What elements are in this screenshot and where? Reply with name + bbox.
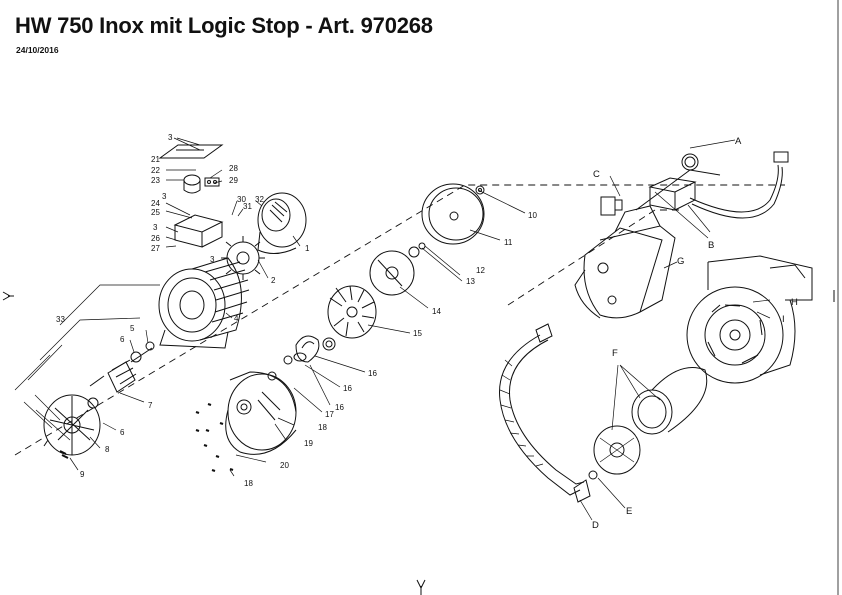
callout-22: 22 (151, 166, 160, 175)
callout-24: 24 (151, 199, 160, 208)
callout-3: 3 (162, 192, 167, 201)
part-o-ring (283, 355, 293, 365)
callout-C: C (593, 169, 600, 180)
part-washer-12 (408, 246, 420, 258)
callout-29: 29 (229, 176, 238, 185)
callout-11: 11 (504, 238, 513, 247)
callout-33: 33 (56, 315, 65, 324)
part-drain-plug (267, 371, 277, 381)
frame-center-mark-bottom (416, 579, 426, 595)
part-terminal-box (173, 214, 224, 248)
callout-E: E (626, 506, 632, 517)
callout-30: 30 (237, 195, 246, 204)
callout-26: 26 (151, 234, 160, 243)
callout-17: 17 (325, 410, 334, 419)
callout-32: 32 (255, 195, 264, 204)
callout-23: 23 (151, 176, 160, 185)
callout-D: D (592, 520, 599, 531)
part-bearing-rear (87, 397, 99, 409)
callout-5: 5 (130, 324, 135, 333)
callout-10: 10 (528, 211, 537, 220)
part-mechanical-seal (293, 335, 320, 363)
part-flange-seal (588, 470, 598, 480)
part-diffuser (369, 250, 415, 296)
callout-12: 12 (476, 266, 485, 275)
callout-20: 20 (280, 461, 289, 470)
callout-16: 16 (368, 369, 377, 378)
part-motor-housing (158, 257, 250, 349)
motor-leader-lines (14, 284, 160, 441)
pump-leader-lines (579, 139, 771, 521)
page-title: HW 750 Inox mit Logic Stop - Art. 970268 (15, 13, 433, 38)
callout-8: 8 (105, 445, 110, 454)
part-seal-ring (322, 337, 336, 351)
part-terminal-cover (158, 144, 224, 159)
part-seal-ring-inner (325, 340, 333, 348)
part-capacitor (183, 174, 201, 194)
part-impeller (327, 285, 377, 339)
part-pressure-gauge (681, 153, 699, 171)
callout-1: 1 (305, 244, 310, 253)
callout-G: G (677, 256, 684, 267)
callout-18: 18 (244, 479, 253, 488)
part-housing-screws (195, 402, 234, 473)
callout-I: I (782, 314, 785, 325)
part-power-cable (689, 151, 789, 219)
callout-3: 3 (153, 223, 158, 232)
assembly-axis-main (14, 184, 785, 456)
callout-B: B (708, 240, 714, 251)
callout-4: 4 (234, 314, 239, 323)
part-pressure-gauge-dial (684, 156, 696, 168)
part-bearing-front (130, 351, 142, 363)
part-motor-flange-view (686, 255, 813, 384)
document-date: 24/10/2016 (16, 45, 59, 55)
callout-13: 13 (466, 277, 475, 286)
part-spring-washer (145, 341, 155, 351)
parts-leader-lines (69, 137, 526, 477)
part-end-shield (43, 394, 101, 456)
callout-28: 28 (229, 164, 238, 173)
assembly-axis-pump (507, 209, 680, 306)
callout-6: 6 (120, 428, 125, 437)
callout-27: 27 (151, 244, 160, 253)
part-end-shield-screw (59, 450, 69, 459)
callout-labels: 3 21 22 23 3 24 25 3 26 27 28 29 30 31 3… (56, 133, 798, 531)
callout-9: 9 (80, 470, 85, 479)
part-pump-housing (225, 371, 297, 455)
part-seal-housing (631, 367, 708, 435)
part-flex-hose (499, 323, 591, 503)
callout-A: A (735, 136, 742, 147)
callout-16: 16 (335, 403, 344, 412)
part-fan-cover (257, 192, 307, 254)
callout-2: 2 (271, 276, 276, 285)
callout-19: 19 (304, 439, 313, 448)
callout-25: 25 (151, 208, 160, 217)
part-rotor (89, 347, 153, 393)
callout-H: H (791, 297, 798, 308)
part-non-return-valve (600, 196, 623, 216)
part-cover-screw (475, 185, 485, 195)
callout-18: 18 (318, 423, 327, 432)
callout-3: 3 (210, 255, 215, 264)
callout-15: 15 (413, 329, 422, 338)
frame-center-mark-left (2, 291, 14, 301)
part-pump-cover (421, 183, 485, 245)
callout-7: 7 (148, 401, 153, 410)
callout-3: 3 (168, 133, 173, 142)
callout-6: 6 (120, 335, 125, 344)
callout-16: 16 (343, 384, 352, 393)
part-pump-assembly (574, 169, 721, 319)
callout-21: 21 (151, 155, 160, 164)
callout-31: 31 (243, 202, 252, 211)
callout-F: F (612, 348, 618, 359)
callout-14: 14 (432, 307, 441, 316)
part-adapter-flange (593, 425, 641, 475)
